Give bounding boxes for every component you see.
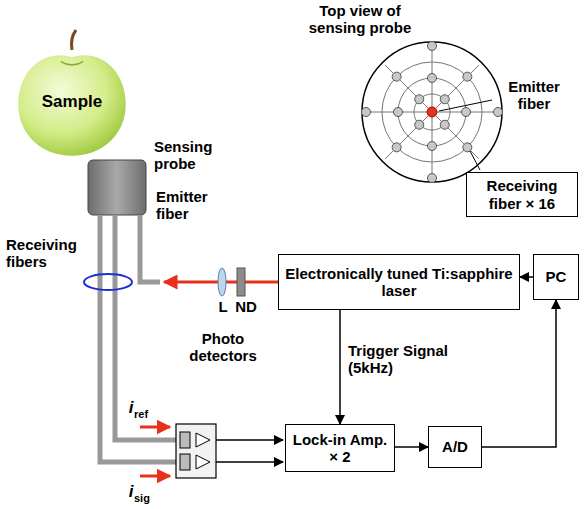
signal-subscript-holder: ref [134, 408, 164, 421]
part-label: L [218, 298, 227, 315]
part-label: Sensing probe [154, 138, 212, 172]
sample-apple: Sample [16, 46, 128, 158]
signal-subscript: ref [134, 408, 148, 420]
node-text: Lock-in Amp. × 2 [292, 431, 388, 466]
part-label-holder: Photo detectors [178, 330, 268, 365]
current-arrow [140, 475, 170, 478]
receiving-fiber [115, 215, 176, 440]
part-label: Emitter fiber [508, 78, 560, 112]
sensing-probe [88, 160, 146, 215]
part-label: ND [235, 298, 257, 315]
signal-wire [216, 461, 283, 463]
node-text: Electronically tuned Ti:sapphire laser [285, 265, 513, 300]
receiving-fiber [100, 215, 176, 462]
edge-label: Trigger Signal (5kHz) [348, 342, 448, 376]
view-title: Top view of sensing probe [309, 2, 412, 36]
signal-subscript: sig [134, 492, 150, 504]
lens [218, 268, 226, 296]
current-arrow [140, 426, 170, 429]
part-label: Photo detectors [189, 330, 257, 364]
emitter-fiber [140, 215, 160, 282]
part-label-holder: Emitter fiber [156, 188, 236, 223]
signal-name: i [129, 482, 134, 501]
callout-box: Receiving fiber × 16 [466, 172, 578, 217]
probe-top-view [362, 42, 503, 183]
signal-wire [216, 439, 283, 441]
photodetector [180, 454, 190, 470]
signal-connector [520, 276, 533, 278]
node-text: PC [546, 268, 567, 285]
part-label-holder: ND [232, 298, 260, 315]
part-label-holder: Receiving fibers [6, 236, 90, 271]
part-label: Receiving fibers [6, 236, 77, 270]
fiber-bundle-mark [84, 274, 132, 290]
edge-label-holder: Trigger Signal (5kHz) [348, 342, 460, 377]
part-label-holder: L [216, 298, 230, 315]
lock-in-box: Lock-in Amp. × 2 [285, 424, 395, 472]
signal-name: i [129, 398, 134, 417]
signal-connector [395, 446, 428, 448]
node-text: Sample [42, 92, 102, 112]
photodetector [180, 432, 190, 448]
view-title-holder: Top view of sensing probe [306, 2, 414, 37]
laser-box: Electronically tuned Ti:sapphire laser [278, 254, 520, 310]
node-text: A/D [442, 438, 468, 455]
amplifier-symbol [196, 433, 210, 447]
signal-subscript-holder: sig [134, 492, 164, 505]
apple-stem [72, 30, 77, 50]
part-label-holder: Sensing probe [154, 138, 234, 173]
pc-box: PC [533, 254, 579, 300]
part-label: Emitter fiber [156, 188, 208, 222]
adc-box: A/D [428, 426, 482, 468]
leader-line [439, 100, 492, 111]
leader-line [470, 151, 480, 170]
nd-filter [237, 268, 245, 296]
signal-connector [339, 310, 341, 424]
node-text: Receiving fiber × 16 [473, 177, 571, 212]
photodetector-housing [176, 424, 216, 478]
signal-connector [482, 300, 556, 447]
amplifier-symbol [196, 455, 210, 469]
part-label-holder: Emitter fiber [494, 78, 574, 113]
